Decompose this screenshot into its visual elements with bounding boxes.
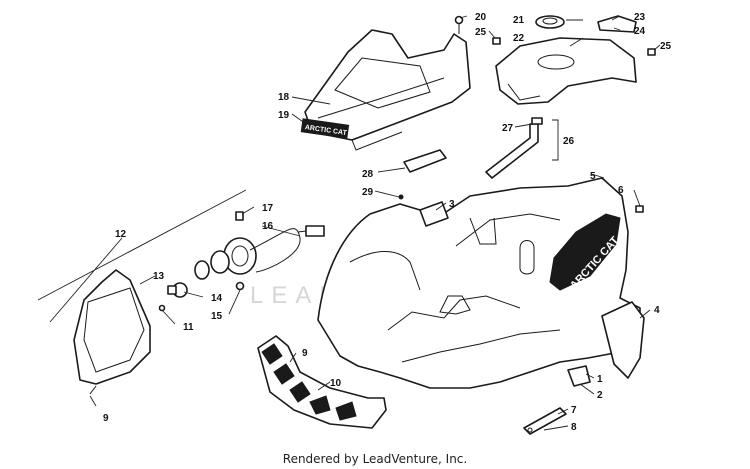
callout: 24 — [634, 26, 646, 37]
clip-15 — [235, 281, 245, 291]
callout: 20 — [475, 12, 487, 23]
callout: 10 — [330, 378, 342, 389]
front-fender — [317, 177, 641, 389]
headlight-group-bracket — [37, 189, 247, 323]
callout: 2 — [597, 390, 603, 401]
callout: 5 — [590, 171, 596, 182]
callout: 14 — [211, 293, 223, 304]
bracket-28 — [403, 149, 447, 173]
callout: 18 — [278, 92, 290, 103]
screw-29 — [398, 194, 404, 200]
callout: 7 — [571, 405, 577, 416]
vent-hose — [485, 117, 543, 179]
clip-25-right — [647, 48, 656, 56]
callout: 3 — [449, 199, 455, 210]
callout: 9 — [103, 413, 109, 424]
seat-badge: ARCTIC CAT — [300, 118, 350, 139]
callout: 22 — [513, 33, 525, 44]
callout: 6 — [618, 185, 624, 196]
callout: 4 — [654, 305, 660, 316]
callout: 21 — [513, 15, 525, 26]
callout: 27 — [502, 123, 514, 134]
clip-25-left — [492, 37, 501, 45]
callout: 28 — [362, 169, 374, 180]
label-3 — [419, 201, 449, 227]
callout: 12 — [115, 229, 127, 240]
cover-strip — [597, 15, 637, 33]
callout: 16 — [262, 221, 274, 232]
callout: 11 — [183, 322, 194, 333]
wiring-harness — [249, 225, 325, 273]
headlight-housing — [73, 269, 151, 395]
callout: 19 — [278, 110, 290, 121]
fuel-cap-ring — [535, 15, 565, 29]
callout: 26 — [563, 136, 575, 147]
strap — [523, 407, 567, 435]
lower-panel — [567, 365, 591, 387]
socket-16 — [194, 237, 257, 280]
callout: 23 — [634, 12, 646, 23]
leader-lines — [89, 15, 661, 431]
screw-20 — [454, 15, 464, 34]
front-grille — [257, 335, 387, 429]
callout: 29 — [362, 187, 374, 198]
screw-11 — [158, 304, 166, 312]
callout: 15 — [211, 311, 223, 322]
callout: 1 — [597, 374, 603, 385]
credit-text: Rendered by LeadVenture, Inc. — [282, 452, 468, 466]
side-guard — [601, 301, 645, 379]
callouts: 1 2 3 4 5 6 7 8 9 9 10 11 12 13 14 15 16… — [103, 12, 672, 433]
callout: 25 — [475, 27, 487, 38]
bulb-14 — [167, 282, 188, 298]
screw-6 — [635, 205, 644, 213]
callout: 9 — [302, 348, 308, 359]
seat: ARCTIC CAT — [300, 29, 471, 151]
callout: 25 — [660, 41, 672, 52]
callout: 8 — [571, 422, 577, 433]
tank-cover — [495, 37, 637, 105]
screw-17 — [235, 211, 244, 221]
callout: 13 — [153, 271, 165, 282]
callout: 17 — [262, 203, 274, 214]
